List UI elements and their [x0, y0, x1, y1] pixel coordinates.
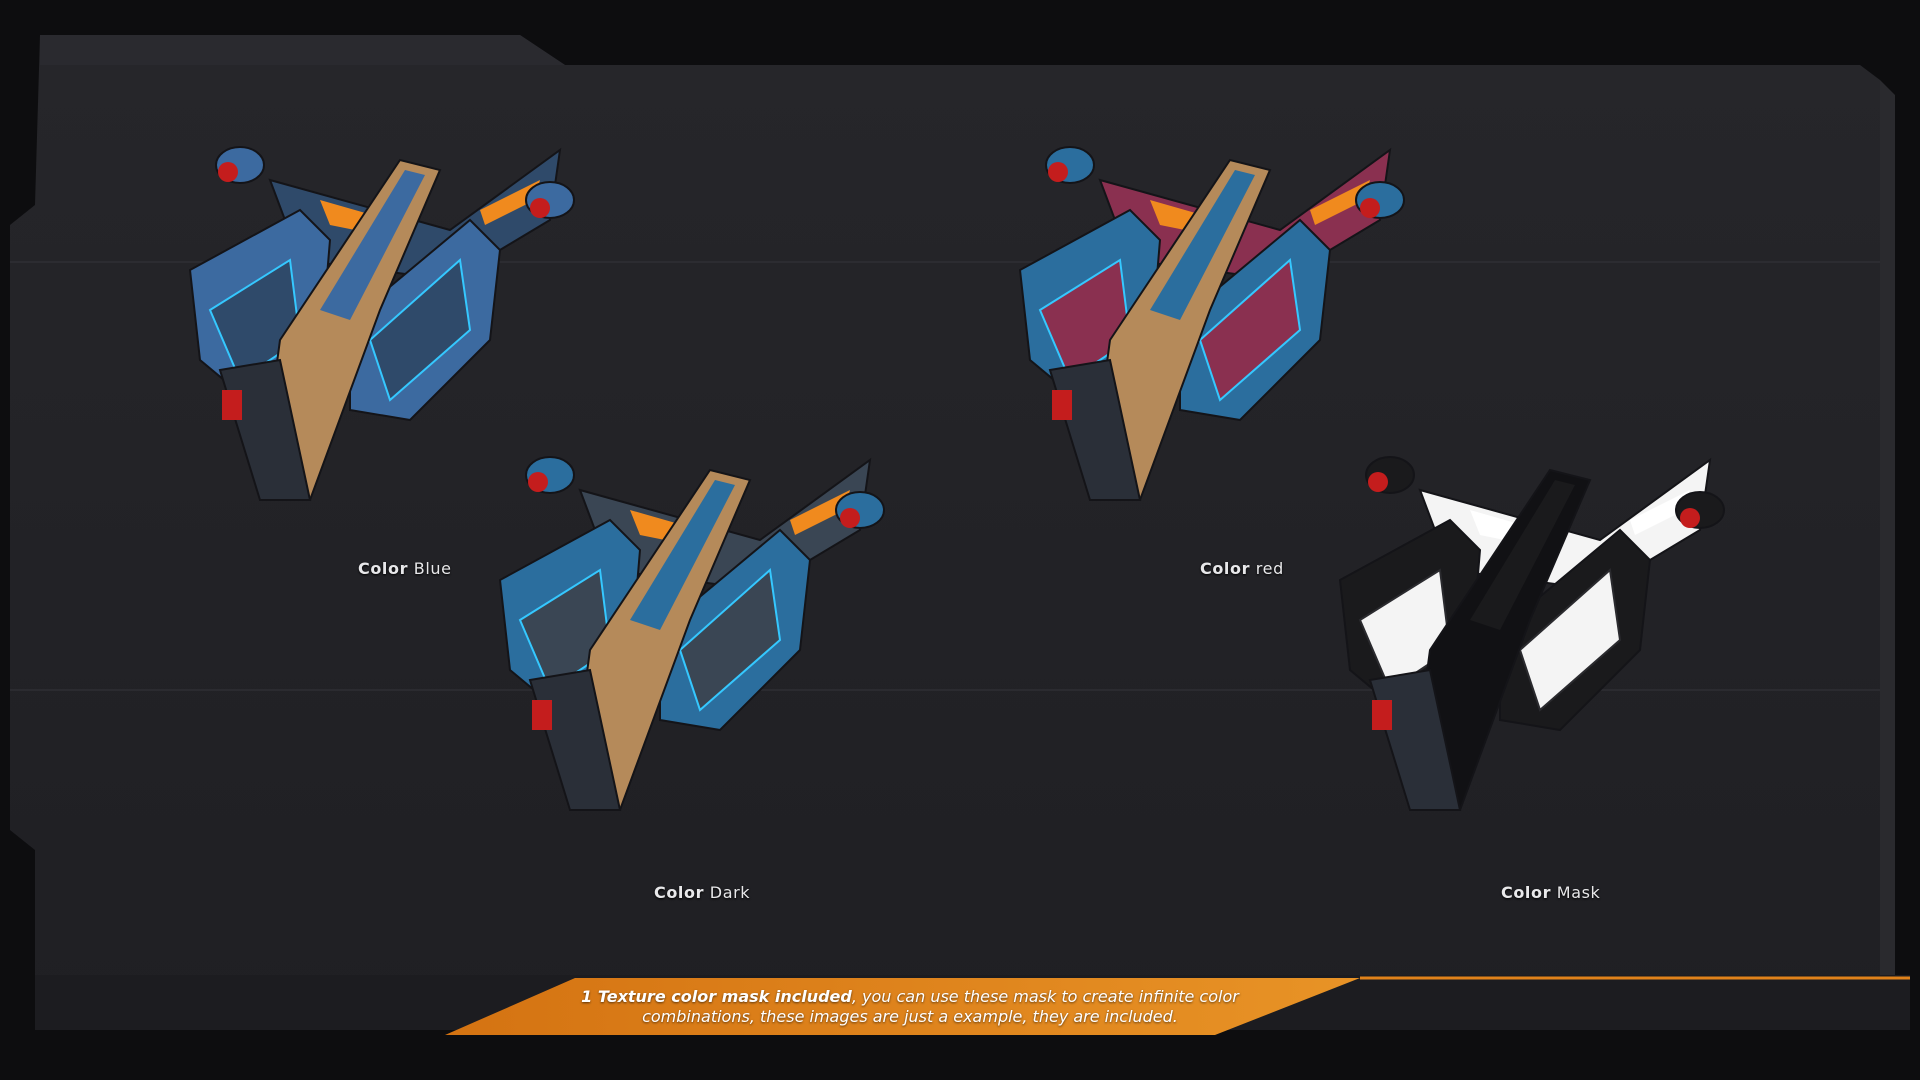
banner-caption: 1 Texture color mask included, you can u… — [560, 987, 1260, 1027]
variant-key: Color — [654, 883, 705, 902]
wing-accent — [480, 180, 540, 225]
ship-render-mask — [1300, 420, 1860, 920]
side-panel-right — [1198, 258, 1302, 402]
variant-value: red — [1255, 559, 1284, 578]
nose-light — [222, 390, 242, 420]
nose-light — [1052, 390, 1072, 420]
thruster-glow — [1680, 508, 1700, 528]
wing-accent — [790, 490, 850, 535]
nose — [1368, 668, 1462, 811]
variant-key: Color — [1501, 883, 1552, 902]
canopy — [1470, 480, 1575, 630]
canopy — [630, 480, 735, 630]
thruster-glow — [1048, 162, 1068, 182]
wing-accent — [1310, 180, 1370, 225]
wing-accent — [1630, 490, 1690, 535]
banner-line-1: 1 Texture color mask included, you can u… — [560, 987, 1260, 1007]
nose-light — [532, 700, 552, 730]
nose — [528, 668, 622, 811]
variant-value: Mask — [1556, 883, 1601, 902]
side-panel-right — [1518, 568, 1622, 712]
nose — [1048, 358, 1142, 501]
side-panel-right — [678, 568, 782, 712]
variant-value: Dark — [709, 883, 751, 902]
canopy — [320, 170, 425, 320]
variant-key: Color — [1200, 559, 1251, 578]
thruster-glow — [218, 162, 238, 182]
thruster-glow — [528, 472, 548, 492]
canopy — [1150, 170, 1255, 320]
banner-line-2: combinations, these images are just a ex… — [642, 1007, 1178, 1026]
thruster-glow — [530, 198, 550, 218]
thruster-glow — [1360, 198, 1380, 218]
variant-label-dark: Color Dark — [654, 883, 750, 902]
frame-bracket-right — [1880, 80, 1895, 1010]
nose-light — [1372, 700, 1392, 730]
variant-value: Blue — [413, 559, 452, 578]
ship-render-blue — [150, 110, 710, 610]
variant-key: Color — [358, 559, 409, 578]
side-panel-right — [368, 258, 472, 402]
nose — [218, 358, 312, 501]
banner-strong: 1 Texture color mask included — [581, 987, 852, 1006]
variant-label-mask: Color Mask — [1501, 883, 1600, 902]
banner-line-1-rest: , you can use these mask to create infin… — [851, 987, 1239, 1006]
variant-label-red: Color red — [1200, 559, 1284, 578]
tab-top — [40, 35, 565, 65]
ship-render-dark — [460, 420, 1020, 920]
thruster-glow — [1368, 472, 1388, 492]
banner-shape — [445, 978, 1360, 1035]
variant-label-blue: Color Blue — [358, 559, 452, 578]
thruster-glow — [840, 508, 860, 528]
ship-render-red — [980, 110, 1540, 610]
